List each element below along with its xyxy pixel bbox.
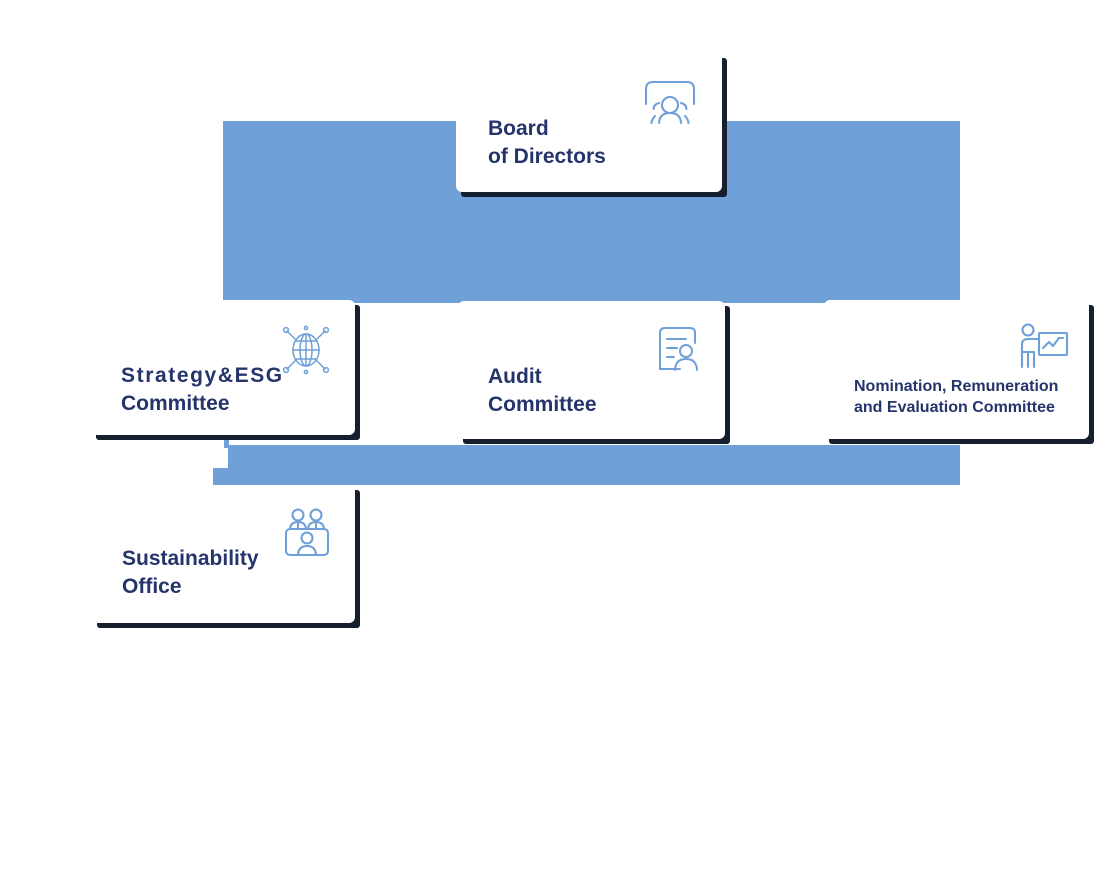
globe-network-icon	[278, 322, 334, 383]
connector-band-to-audit	[592, 296, 597, 304]
node-board-of-directors[interactable]: Board of Directors	[456, 53, 727, 197]
node-label: Audit Committee	[488, 365, 597, 416]
node-audit-committee[interactable]: Audit Committee	[458, 301, 730, 444]
connector-board-to-audit	[592, 193, 597, 203]
governance-band-bottom	[228, 445, 960, 485]
document-person-icon	[654, 325, 700, 378]
group-of-people-icon	[642, 78, 698, 133]
node-label: Board of Directors	[488, 117, 606, 168]
node-sustainability-office[interactable]: Sustainability Office	[92, 485, 360, 628]
node-label-line1: Strategy&ESG	[121, 364, 284, 387]
card-face	[456, 53, 722, 192]
card-face	[91, 300, 355, 435]
panel-of-people-icon	[282, 507, 332, 564]
node-label: Strategy&ESG Committee	[121, 362, 284, 417]
node-label: Sustainability Office	[122, 547, 259, 598]
card-face	[824, 300, 1089, 439]
node-label-line2: Committee	[121, 391, 230, 415]
governance-band-step	[213, 468, 243, 485]
node-strategy-esg-committee[interactable]: Strategy&ESG Committee	[91, 300, 360, 440]
card-face	[458, 301, 725, 439]
presenter-chart-icon	[1015, 322, 1071, 375]
node-nomination-remuneration-evaluation-committee[interactable]: Nomination, Remuneration and Evaluation …	[824, 300, 1094, 444]
connector-strategy-to-sustainability	[224, 436, 229, 448]
node-label: Nomination, Remuneration and Evaluation …	[854, 378, 1059, 417]
